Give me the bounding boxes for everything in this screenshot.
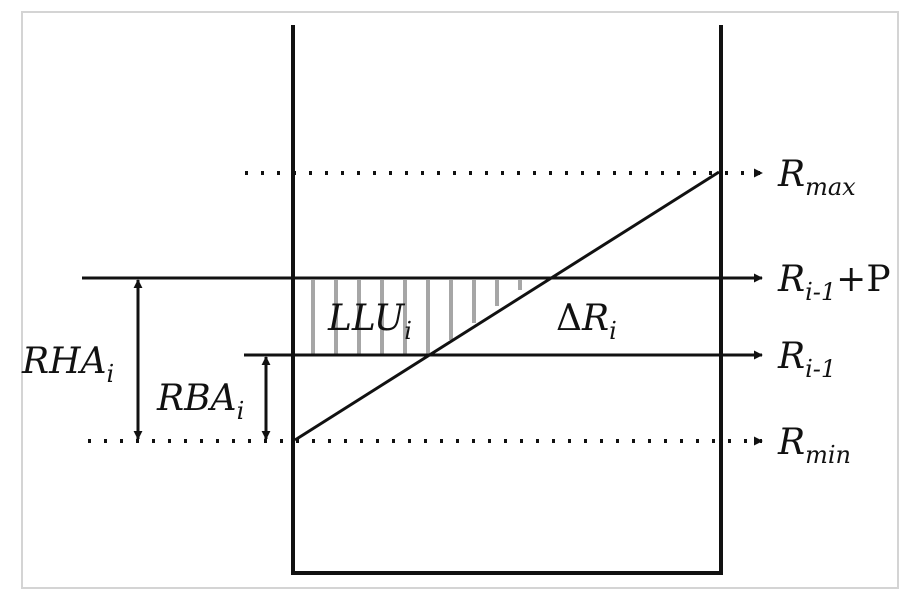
ri1-label: Ri-1 (777, 336, 836, 383)
rmax-label: Rmax (777, 154, 856, 201)
rule-curve-diagonal (294, 170, 720, 442)
rmin-label: Rmin (777, 422, 851, 469)
ri1-plus-p-label: Ri-1+P (777, 259, 891, 306)
outer-frame (21, 11, 899, 589)
llu-label: LLUi (327, 298, 412, 345)
delta-r-label: ΔRi (556, 298, 617, 345)
rha-label: RHAi (21, 341, 114, 388)
llu-hatch-area (311, 280, 522, 355)
rba-label: RBAi (156, 378, 244, 425)
reservoir-outline (291, 25, 723, 575)
